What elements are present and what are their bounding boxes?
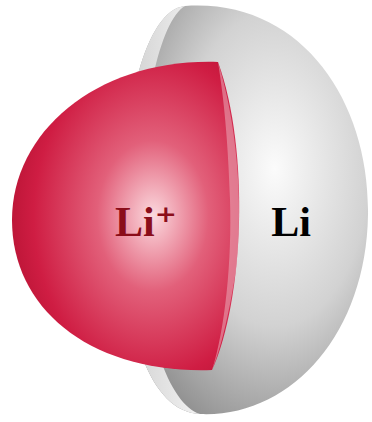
element-label: Li⁺ — [115, 201, 177, 243]
element-label: Li — [271, 201, 311, 243]
lithium-ion-core: Li⁺ — [0, 0, 260, 422]
